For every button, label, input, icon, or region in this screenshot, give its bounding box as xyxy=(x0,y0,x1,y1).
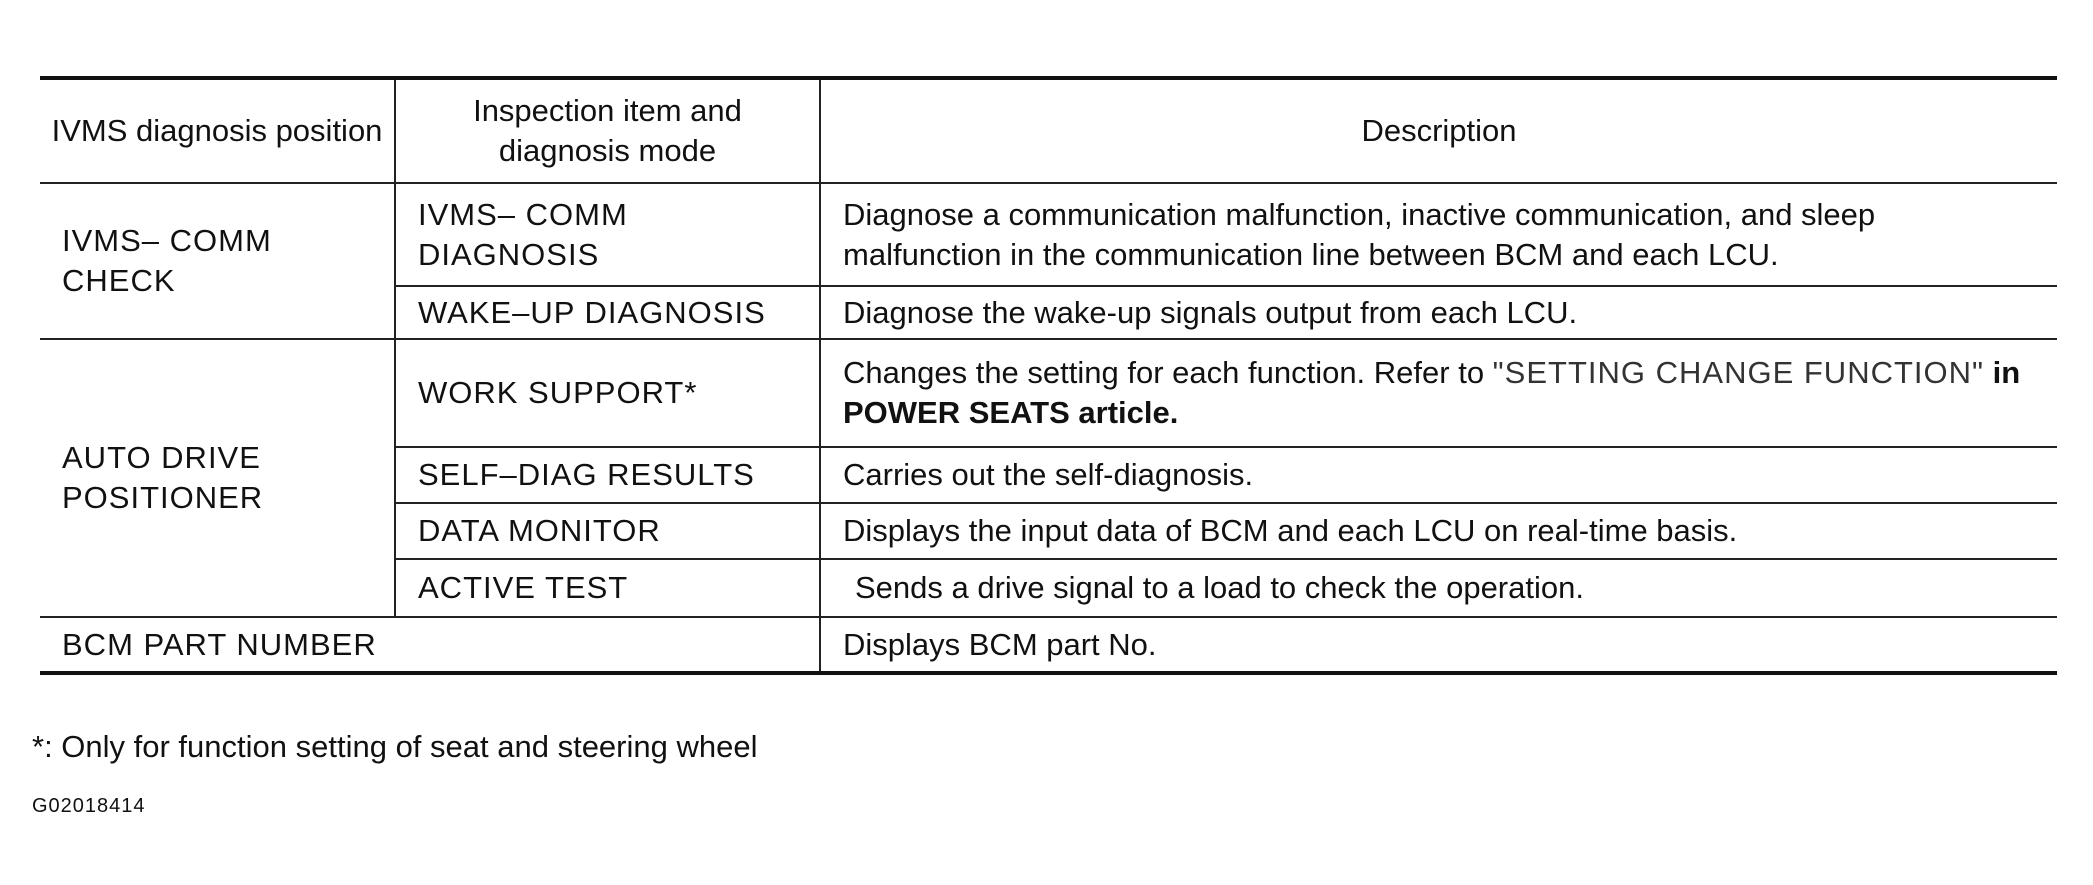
table-row: IVMS– COMM CHECK IVMS– COMM DIAGNOSIS Di… xyxy=(40,183,2057,340)
table-header-row: IVMS diagnosis position Inspection item … xyxy=(40,78,2057,184)
item-wake-up-diagnosis: WAKE–UP DIAGNOSIS xyxy=(394,286,820,340)
description-self-diag-results: Carries out the self-diagnosis. xyxy=(819,447,2057,504)
ivms-diagnosis-table: IVMS diagnosis position Inspection item … xyxy=(40,76,2057,675)
table-row: AUTO DRIVE POSITIONER WORK SUPPORT* Chan… xyxy=(40,339,2057,618)
description-work-support: Changes the setting for each function. R… xyxy=(819,339,2057,448)
table-row: BCM PART NUMBER Displays BCM part No. xyxy=(40,617,2057,675)
table-row: WAKE–UP DIAGNOSIS Diagnose the wake-up s… xyxy=(40,286,2057,340)
setting-change-function-reference: "SETTING CHANGE FUNCTION" xyxy=(1492,355,1985,390)
table-row: ACTIVE TEST Sends a drive signal to a lo… xyxy=(40,559,2057,618)
power-seats-article-reference: in POWER SEATS article. xyxy=(843,355,2021,430)
position-auto-drive-positioner: AUTO DRIVE POSITIONER xyxy=(40,339,395,618)
position-bcm-part-number: BCM PART NUMBER xyxy=(40,617,820,675)
description-work-support-prefix: Changes the setting for each function. R… xyxy=(843,355,1493,390)
table-footnote: *: Only for function setting of seat and… xyxy=(32,729,758,764)
table-row: SELF–DIAG RESULTS Carries out the self-d… xyxy=(40,447,2057,504)
header-description: Description xyxy=(819,78,2057,184)
description-bcm-part-number: Displays BCM part No. xyxy=(819,617,2057,675)
item-self-diag-results: SELF–DIAG RESULTS xyxy=(394,447,820,504)
description-wake-up-diagnosis: Diagnose the wake-up signals output from… xyxy=(819,286,2057,340)
item-active-test: ACTIVE TEST xyxy=(394,559,820,618)
figure-id: G02018414 xyxy=(32,795,146,817)
description-active-test: Sends a drive signal to a load to check … xyxy=(819,559,2057,618)
item-ivms-comm-diagnosis: IVMS– COMM DIAGNOSIS xyxy=(394,183,820,287)
item-data-monitor: DATA MONITOR xyxy=(394,503,820,560)
header-position: IVMS diagnosis position xyxy=(40,78,395,184)
table-row: DATA MONITOR Displays the input data of … xyxy=(40,503,2057,560)
header-item: Inspection item and diagnosis mode xyxy=(394,78,820,184)
description-data-monitor: Displays the input data of BCM and each … xyxy=(819,503,2057,560)
item-work-support: WORK SUPPORT* xyxy=(394,339,820,448)
description-ivms-comm-diagnosis: Diagnose a communication malfunction, in… xyxy=(819,183,2057,287)
position-ivms-comm-check: IVMS– COMM CHECK xyxy=(40,183,395,340)
